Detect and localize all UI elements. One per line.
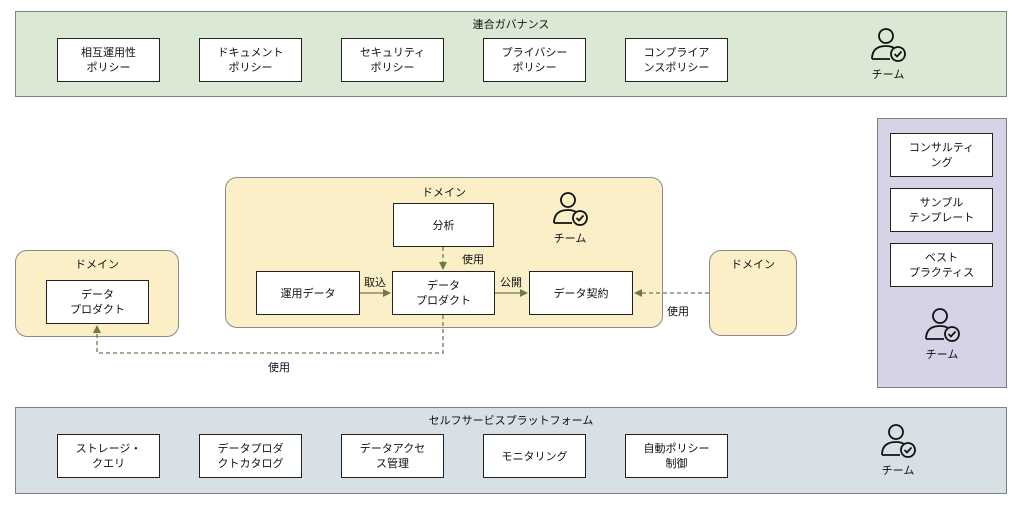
policy-privacy[interactable]: プライバシー ポリシー bbox=[483, 38, 586, 82]
sample-template-box[interactable]: サンプル テンプレート bbox=[890, 188, 993, 232]
center-data-product-box[interactable]: データ プロダクト bbox=[392, 271, 495, 315]
platform-team-label: チーム bbox=[881, 464, 915, 477]
policy-security[interactable]: セキュリティ ポリシー bbox=[341, 38, 444, 82]
best-practice-box[interactable]: ベスト プラクティス bbox=[890, 243, 993, 287]
platform-team: チーム bbox=[868, 422, 928, 478]
storage-query-box[interactable]: ストレージ・ クエリ bbox=[57, 434, 160, 478]
team-user-icon bbox=[871, 28, 906, 62]
edge-label-publish: 公開 bbox=[500, 276, 522, 289]
left-domain-title: ドメイン bbox=[75, 258, 119, 271]
center-team-label: チーム bbox=[553, 232, 587, 245]
governance-title: 連合ガバナンス bbox=[472, 18, 550, 31]
data-access-management-box[interactable]: データアクセ ス管理 bbox=[341, 434, 444, 478]
governance-team-label: チーム bbox=[871, 68, 905, 81]
center-domain-team: チーム bbox=[540, 190, 600, 246]
analysis-box[interactable]: 分析 bbox=[393, 203, 494, 247]
consulting-box[interactable]: コンサルティ ング bbox=[890, 133, 993, 177]
governance-team: チーム bbox=[858, 26, 918, 82]
policy-compliance[interactable]: コンプライア ンスポリシー bbox=[625, 38, 728, 82]
edge-label-use-bottom: 使用 bbox=[268, 361, 290, 374]
platform-title: セルフサービスプラットフォーム bbox=[428, 414, 594, 427]
edge-label-ingest: 取込 bbox=[364, 276, 386, 289]
automated-policy-control-box[interactable]: 自動ポリシー 制御 bbox=[625, 434, 728, 478]
team-user-icon bbox=[881, 424, 916, 458]
center-domain-title: ドメイン bbox=[422, 186, 466, 199]
policy-documentation[interactable]: ドキュメント ポリシー bbox=[199, 38, 302, 82]
edge-label-use-top: 使用 bbox=[462, 253, 484, 266]
edge-label-use-right: 使用 bbox=[667, 305, 689, 318]
team-user-icon bbox=[925, 308, 960, 342]
right-domain: ドメイン bbox=[709, 250, 797, 336]
left-data-product-box[interactable]: データ プロダクト bbox=[46, 280, 149, 324]
operational-data-box[interactable]: 運用データ bbox=[256, 271, 360, 315]
monitoring-box[interactable]: モニタリング bbox=[483, 434, 586, 478]
policy-interoperability[interactable]: 相互運用性 ポリシー bbox=[57, 38, 160, 82]
data-product-catalog-box[interactable]: データプロダ クトカタログ bbox=[199, 434, 302, 478]
data-contract-box[interactable]: データ契約 bbox=[529, 271, 633, 315]
enablement-team: チーム bbox=[912, 306, 972, 362]
team-user-icon bbox=[553, 192, 588, 226]
right-domain-title: ドメイン bbox=[731, 258, 775, 271]
enablement-team-label: チーム bbox=[925, 348, 959, 361]
